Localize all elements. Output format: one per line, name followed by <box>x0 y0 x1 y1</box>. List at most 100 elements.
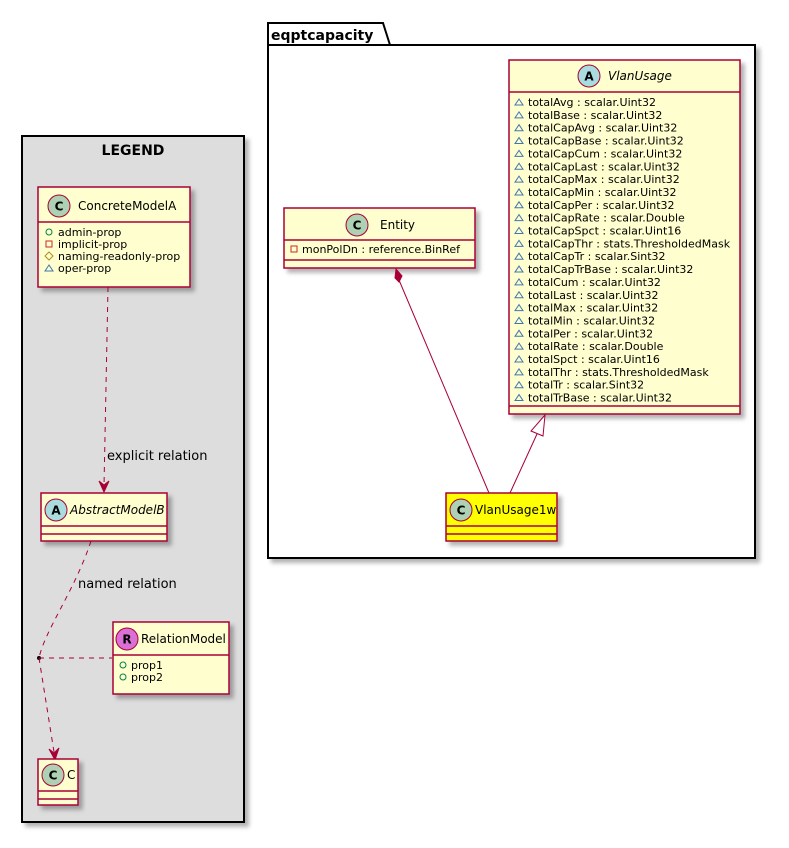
package-visibility-icon <box>514 290 524 299</box>
private-visibility-icon <box>45 240 53 248</box>
attribute: totalLast : scalar.Uint32 <box>528 289 658 302</box>
c-class: C C <box>37 758 79 806</box>
attribute: naming-readonly-prop <box>58 250 180 263</box>
explicit-relation-label: explicit relation <box>107 449 207 464</box>
package-visibility-icon <box>514 226 524 234</box>
attribute: monPolDn : reference.BinRef <box>302 243 461 256</box>
attribute: totalCapBase : scalar.Uint32 <box>528 135 684 148</box>
relation-badge-icon <box>115 627 139 651</box>
private-visibility-icon <box>290 245 298 253</box>
entity-class: C Entity monPolDn : reference.BinRef <box>283 207 476 269</box>
class-name: ConcreteModelA <box>78 199 177 213</box>
package-visibility-icon <box>514 123 524 132</box>
public-visibility-icon <box>119 661 127 669</box>
attribute: totalCapMax : scalar.Uint32 <box>528 173 680 186</box>
attribute: totalCapThr : stats.ThresholdedMask <box>528 237 731 250</box>
package-visibility-icon <box>44 264 54 272</box>
attribute: totalCapTr : scalar.Sint32 <box>528 250 666 263</box>
attribute: totalCapTrBase : scalar.Uint32 <box>528 263 693 276</box>
svg-text:C: C <box>353 219 362 233</box>
class-badge-icon <box>345 213 369 237</box>
attribute: admin-prop <box>58 226 121 239</box>
attribute: totalPer : scalar.Uint32 <box>528 327 653 340</box>
vlan-usage-class: A VlanUsage totalAvg : scalar.Uint32tota… <box>508 59 741 415</box>
inheritance-triangle-icon <box>530 413 546 437</box>
package-visibility-icon <box>514 303 524 312</box>
attribute: totalThr : stats.ThresholdedMask <box>528 366 709 379</box>
explicit-relation-edge: explicit relation <box>98 286 207 494</box>
attribute: totalCum : scalar.Uint32 <box>528 276 661 289</box>
attribute: totalMin : scalar.Uint32 <box>528 314 655 327</box>
composition-edge <box>394 267 490 494</box>
public-visibility-icon <box>119 673 127 681</box>
protected-visibility-icon <box>44 251 54 261</box>
attribute: totalCapRate : scalar.Double <box>528 212 685 225</box>
composition-diamond-icon <box>394 267 403 283</box>
package-eqptcapacity: eqptcapacity C Entity monPolDn : referen… <box>267 22 756 559</box>
package-visibility-icon <box>514 316 524 324</box>
class-name: C <box>67 768 75 782</box>
class-name: Entity <box>380 218 415 232</box>
package-visibility-icon <box>514 277 524 286</box>
package-visibility-icon <box>514 342 524 350</box>
svg-text:C: C <box>49 769 58 783</box>
named-relation-label: named relation <box>78 577 177 592</box>
package-visibility-icon <box>514 149 524 157</box>
relation-model-class: R RelationModel prop1 prop2 <box>112 621 230 695</box>
attribute: totalCapCum : scalar.Uint32 <box>528 147 682 160</box>
public-visibility-icon <box>45 228 53 236</box>
attribute: totalCapMin : scalar.Uint32 <box>528 186 677 199</box>
package-visibility-icon <box>514 380 524 389</box>
class-name: VlanUsage1w <box>475 503 557 517</box>
package-visibility-icon <box>514 175 524 183</box>
abstract-badge-icon <box>577 64 601 88</box>
vlan-usage-1w-class: C VlanUsage1w <box>445 492 558 542</box>
class-name: AbstractModelB <box>69 503 165 517</box>
attribute: prop2 <box>131 671 163 684</box>
svg-text:C: C <box>55 200 64 214</box>
attribute: totalRate : scalar.Double <box>528 340 664 353</box>
class-badge-icon <box>47 194 71 218</box>
class-name: RelationModel <box>141 632 226 646</box>
attribute: totalCapPer : scalar.Uint32 <box>528 199 675 212</box>
svg-text:A: A <box>51 504 61 518</box>
attribute: totalCapAvg : scalar.Uint32 <box>528 122 677 135</box>
attribute: totalBase : scalar.Uint32 <box>528 109 662 122</box>
class-badge-icon <box>449 498 473 522</box>
package-visibility-icon <box>514 329 524 337</box>
package-visibility-icon <box>514 367 524 376</box>
attribute: prop1 <box>131 659 163 672</box>
package-visibility-icon <box>514 136 524 145</box>
svg-text:A: A <box>584 70 594 84</box>
package-visibility-icon <box>514 188 524 196</box>
abstract-model-class: A AbstractModelB <box>40 492 168 542</box>
attribute: totalCapSpct : scalar.Uint16 <box>528 225 681 238</box>
attribute: totalTrBase : scalar.Uint32 <box>528 392 672 405</box>
package-visibility-icon <box>514 239 524 247</box>
svg-text:C: C <box>457 504 466 518</box>
package-visibility-icon <box>514 213 524 222</box>
attribute: oper-prop <box>58 262 111 275</box>
concrete-model-class: C ConcreteModelA admin-prop implicit-pro… <box>37 186 191 288</box>
class-name: VlanUsage <box>608 69 672 83</box>
class-badge-icon <box>41 763 65 787</box>
legend-title: LEGEND <box>102 143 165 159</box>
attribute: totalCapLast : scalar.Uint32 <box>528 160 680 173</box>
svg-text:R: R <box>122 633 131 647</box>
named-relation-edge: named relation <box>37 540 177 762</box>
package-visibility-icon <box>514 265 524 273</box>
package-visibility-icon <box>514 252 524 260</box>
attribute: implicit-prop <box>58 238 127 251</box>
package-visibility-icon <box>514 393 524 402</box>
abstract-badge-icon <box>44 498 68 522</box>
package-visibility-icon <box>514 110 524 119</box>
attribute: totalMax : scalar.Uint32 <box>528 302 658 315</box>
package-name: eqptcapacity <box>271 28 373 44</box>
package-visibility-icon <box>514 355 524 363</box>
attribute: totalTr : scalar.Sint32 <box>528 379 644 392</box>
package-visibility-icon <box>514 200 524 209</box>
package-visibility-icon <box>514 98 524 106</box>
attribute: totalSpct : scalar.Uint16 <box>528 353 660 366</box>
